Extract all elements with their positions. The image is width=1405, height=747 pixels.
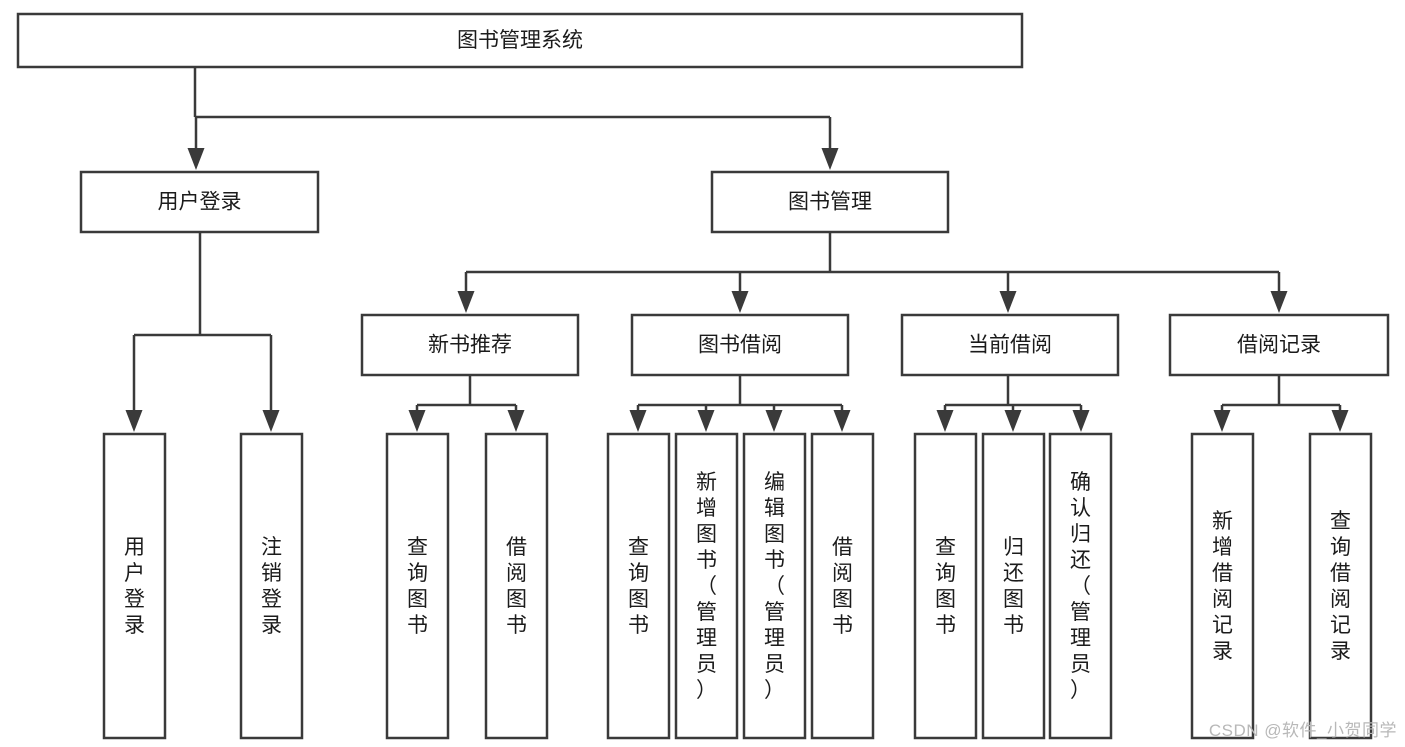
node-leaf-query-borrow-record[interactable]: 查询借阅记录 (1308, 432, 1373, 740)
node-label: 借阅图书 (506, 536, 527, 637)
node-leaf-borrow-book[interactable]: 借阅图书 (810, 432, 875, 740)
node-leaf-user-login[interactable]: 用户登录 (102, 432, 167, 740)
node-label: 注销登录 (261, 536, 282, 637)
node-box[interactable] (900, 313, 1120, 377)
node-layer: 图书管理系统用户登录图书管理新书推荐图书借阅当前借阅借阅记录用户登录注销登录查询… (16, 12, 1390, 740)
node-root[interactable]: 图书管理系统 (16, 12, 1024, 69)
node-box[interactable] (810, 432, 875, 740)
node-box[interactable] (1190, 432, 1255, 740)
node-box[interactable] (1168, 313, 1390, 377)
csdn-watermark: CSDN @软件_小贺同学 (1208, 721, 1397, 740)
node-box[interactable] (79, 170, 320, 234)
arrow-head-icon (999, 291, 1017, 313)
node-label: 新增借阅记录 (1212, 510, 1233, 663)
arrow-head-icon (1270, 291, 1288, 313)
arrow-head-icon (765, 410, 783, 432)
node-label: 查询借阅记录 (1330, 510, 1351, 663)
arrow-head-icon (821, 148, 839, 170)
arrow-head-icon (408, 410, 426, 432)
node-leaf-add-borrow-record[interactable]: 新增借阅记录 (1190, 432, 1255, 740)
node-box[interactable] (1308, 432, 1373, 740)
node-book-manage[interactable]: 图书管理 (710, 170, 950, 234)
arrow-head-icon (457, 291, 475, 313)
arrow-head-icon (262, 410, 280, 432)
node-label: 查询图书 (407, 536, 428, 637)
node-label: 借阅记录 (1237, 334, 1321, 357)
node-box[interactable] (16, 12, 1024, 69)
node-current-borrow[interactable]: 当前借阅 (900, 313, 1120, 377)
node-label: 归还图书 (1003, 536, 1024, 637)
node-box[interactable] (981, 432, 1046, 740)
node-label: 查询图书 (935, 536, 956, 637)
node-box[interactable] (102, 432, 167, 740)
arrow-head-icon (1213, 410, 1231, 432)
node-box[interactable] (710, 170, 950, 234)
node-leaf-confirm-return-admin[interactable]: 确认归还（管理员） (1048, 432, 1113, 740)
node-borrow-record[interactable]: 借阅记录 (1168, 313, 1390, 377)
node-new-book-recommend[interactable]: 新书推荐 (360, 313, 580, 377)
arrow-head-icon (833, 410, 851, 432)
node-box[interactable] (606, 432, 671, 740)
node-book-borrow[interactable]: 图书借阅 (630, 313, 850, 377)
node-leaf-query-book-borrow[interactable]: 查询图书 (606, 432, 671, 740)
node-box[interactable] (742, 432, 807, 740)
arrow-head-icon (507, 410, 525, 432)
arrow-head-icon (697, 410, 715, 432)
node-label: 用户登录 (124, 536, 145, 637)
arrow-head-icon (125, 410, 143, 432)
node-leaf-query-book-rec[interactable]: 查询图书 (385, 432, 450, 740)
node-label: 图书管理 (788, 191, 872, 214)
node-leaf-edit-book-admin[interactable]: 编辑图书（管理员） (742, 432, 807, 740)
node-box[interactable] (630, 313, 850, 377)
node-label: 图书管理系统 (457, 29, 583, 52)
connector-layer (125, 67, 1349, 432)
node-label: 借阅图书 (832, 536, 853, 637)
node-leaf-add-book-admin[interactable]: 新增图书（管理员） (674, 432, 739, 740)
node-box[interactable] (1048, 432, 1113, 740)
node-label: 查询图书 (628, 536, 649, 637)
node-label: 图书借阅 (698, 334, 782, 357)
node-leaf-borrow-book-rec[interactable]: 借阅图书 (484, 432, 549, 740)
node-leaf-logout[interactable]: 注销登录 (239, 432, 304, 740)
node-leaf-query-book-cur[interactable]: 查询图书 (913, 432, 978, 740)
node-label: 新书推荐 (428, 334, 512, 357)
arrow-head-icon (731, 291, 749, 313)
node-label: 新增图书（管理员） (696, 471, 717, 702)
node-label: 用户登录 (158, 191, 242, 214)
node-box[interactable] (674, 432, 739, 740)
node-label: 编辑图书（管理员） (764, 471, 785, 702)
node-user-login[interactable]: 用户登录 (79, 170, 320, 234)
node-box[interactable] (360, 313, 580, 377)
arrow-head-icon (1072, 410, 1090, 432)
node-leaf-return-book[interactable]: 归还图书 (981, 432, 1046, 740)
arrow-head-icon (1331, 410, 1349, 432)
arrow-head-icon (936, 410, 954, 432)
node-label: 确认归还（管理员） (1070, 471, 1091, 702)
node-label: 当前借阅 (968, 334, 1052, 357)
arrow-head-icon (187, 148, 205, 170)
arrow-head-icon (1004, 410, 1022, 432)
node-box[interactable] (913, 432, 978, 740)
node-box[interactable] (385, 432, 450, 740)
arrow-head-icon (629, 410, 647, 432)
node-box[interactable] (484, 432, 549, 740)
node-box[interactable] (239, 432, 304, 740)
